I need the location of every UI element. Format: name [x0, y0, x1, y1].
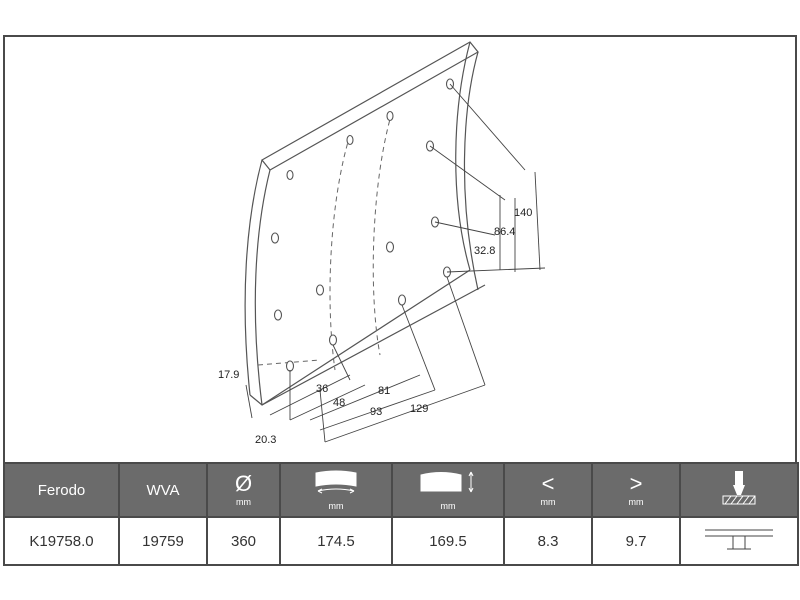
- header-width: mm: [279, 462, 393, 518]
- lining-back-curve: [455, 41, 471, 271]
- dim-label: 36: [316, 383, 328, 395]
- lining-outer-curve: [244, 159, 263, 396]
- max-symbol: >: [629, 471, 643, 496]
- dim-line-129: [324, 384, 486, 443]
- value-rivet: [679, 516, 799, 566]
- dim-line-17-9: [245, 384, 253, 419]
- dim-label: 81: [378, 385, 390, 397]
- lining-length-icon: [417, 469, 479, 499]
- dim-label: 48: [333, 397, 345, 409]
- dim-label: 17.9: [218, 369, 239, 381]
- lining-lower-edge: [261, 284, 486, 406]
- dim-label: 86.4: [494, 226, 515, 238]
- dim-line-36: [269, 374, 351, 416]
- dim-line-93: [319, 389, 436, 431]
- min-unit: mm: [540, 497, 556, 507]
- dim-label: 20.3: [255, 434, 276, 446]
- rivet-hole: [346, 134, 354, 146]
- rivet-line-2: [372, 111, 393, 356]
- rivet-hole: [385, 241, 395, 253]
- header-length: mm: [391, 462, 505, 518]
- rivet-hole: [273, 309, 283, 321]
- rivet-hole: [386, 110, 394, 122]
- header-min: < mm: [503, 462, 593, 518]
- dim-base-line: [446, 267, 546, 273]
- dim-ext-base: [319, 389, 326, 443]
- dim-ext-93: [401, 304, 436, 391]
- rivet-hole: [315, 284, 325, 296]
- rivet-hole: [397, 294, 407, 306]
- dim-line-81: [309, 374, 421, 421]
- dim-label: 93: [370, 406, 382, 418]
- value-max: 9.7: [591, 516, 681, 566]
- header-max: > mm: [591, 462, 681, 518]
- header-diameter: Ø mm: [206, 462, 281, 518]
- lining-top-edge: [261, 41, 479, 171]
- dim-ext-32-top: [434, 221, 496, 236]
- dim-ext-129: [446, 276, 486, 386]
- dim-ext-36: [332, 344, 351, 381]
- lining-inner-curve: [254, 169, 271, 406]
- rivet-hole: [328, 334, 338, 346]
- dim-label: 129: [410, 403, 428, 415]
- rivet-hole: [270, 232, 280, 244]
- length-unit: mm: [440, 501, 456, 511]
- value-length: 169.5: [391, 516, 505, 566]
- width-unit: mm: [328, 501, 344, 511]
- header-rivet: [679, 462, 799, 518]
- header-ferodo: Ferodo: [3, 462, 120, 518]
- lining-right-curve: [463, 51, 479, 291]
- rivet-drill-icon: [719, 468, 759, 512]
- value-diameter: 360: [206, 516, 281, 566]
- dim-label: 140: [514, 207, 532, 219]
- lining-width-icon: [310, 469, 362, 499]
- value-ferodo: K19758.0: [3, 516, 120, 566]
- diameter-symbol: Ø: [234, 471, 253, 496]
- value-wva: 19759: [118, 516, 208, 566]
- header-wva: WVA: [118, 462, 208, 518]
- diameter-unit: mm: [236, 497, 251, 507]
- spec-value-row: K19758.0 19759 360 174.5 169.5 8.3 9.7: [3, 516, 799, 566]
- value-min: 8.3: [503, 516, 593, 566]
- rivet-profile-icon: [701, 522, 777, 560]
- rivet-hole: [285, 360, 295, 372]
- lining-bottom-edge: [249, 269, 471, 406]
- dim-ext-140-top: [449, 83, 526, 171]
- spec-table: Ferodo WVA Ø mm mm: [3, 462, 799, 566]
- dim-ext-86-top: [429, 145, 506, 201]
- min-symbol: <: [541, 471, 555, 496]
- brake-lining-drawing: 17.9 20.3 36 48 81 93 129 32.8 86.4 140: [218, 41, 546, 446]
- spec-header-row: Ferodo WVA Ø mm mm: [3, 462, 799, 518]
- dim-line-48: [289, 384, 366, 421]
- rivet-hole: [286, 169, 294, 181]
- dim-line-140: [534, 171, 541, 271]
- max-unit: mm: [628, 497, 644, 507]
- value-width: 174.5: [279, 516, 393, 566]
- dim-label: 32.8: [474, 245, 495, 257]
